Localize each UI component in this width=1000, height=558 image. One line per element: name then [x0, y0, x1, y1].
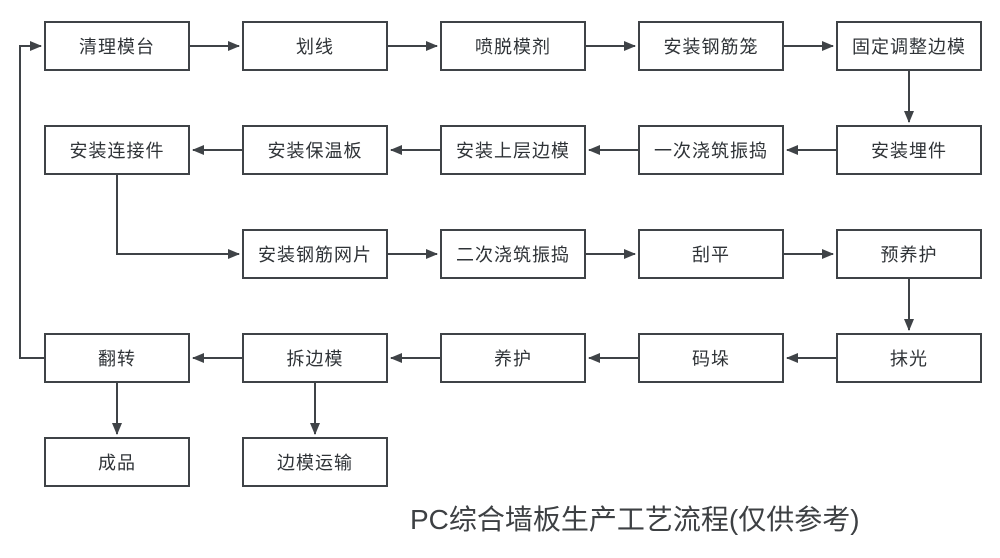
node-clean-mold-platform: 清理模台: [44, 21, 190, 71]
node-first-pour-vibrate: 一次浇筑振捣: [638, 125, 784, 175]
node-scrape-level: 刮平: [638, 229, 784, 279]
node-install-embedded-parts: 安装埋件: [836, 125, 982, 175]
node-install-upper-side-mold: 安装上层边模: [440, 125, 586, 175]
node-marking: 划线: [242, 21, 388, 71]
diagram-title: PC综合墙板生产工艺流程(仅供参考): [410, 504, 860, 535]
node-finished-product: 成品: [44, 437, 190, 487]
node-install-rebar-cage: 安装钢筋笼: [638, 21, 784, 71]
node-side-mold-transport: 边模运输: [242, 437, 388, 487]
node-fix-adjust-side-mold: 固定调整边模: [836, 21, 982, 71]
node-stacking: 码垛: [638, 333, 784, 383]
node-pre-curing: 预养护: [836, 229, 982, 279]
node-remove-side-mold: 拆边模: [242, 333, 388, 383]
node-curing: 养护: [440, 333, 586, 383]
node-install-insulation-board: 安装保温板: [242, 125, 388, 175]
arrow-connectors-to-rebar-mesh: [116, 175, 240, 259]
arrow-flip-to-clean-mold-platform: [19, 41, 44, 359]
node-flip: 翻转: [44, 333, 190, 383]
node-install-rebar-mesh: 安装钢筋网片: [242, 229, 388, 279]
node-install-connectors: 安装连接件: [44, 125, 190, 175]
node-second-pour-vibrate: 二次浇筑振捣: [440, 229, 586, 279]
node-spray-release-agent: 喷脱模剂: [440, 21, 586, 71]
node-trowel-polish: 抹光: [836, 333, 982, 383]
